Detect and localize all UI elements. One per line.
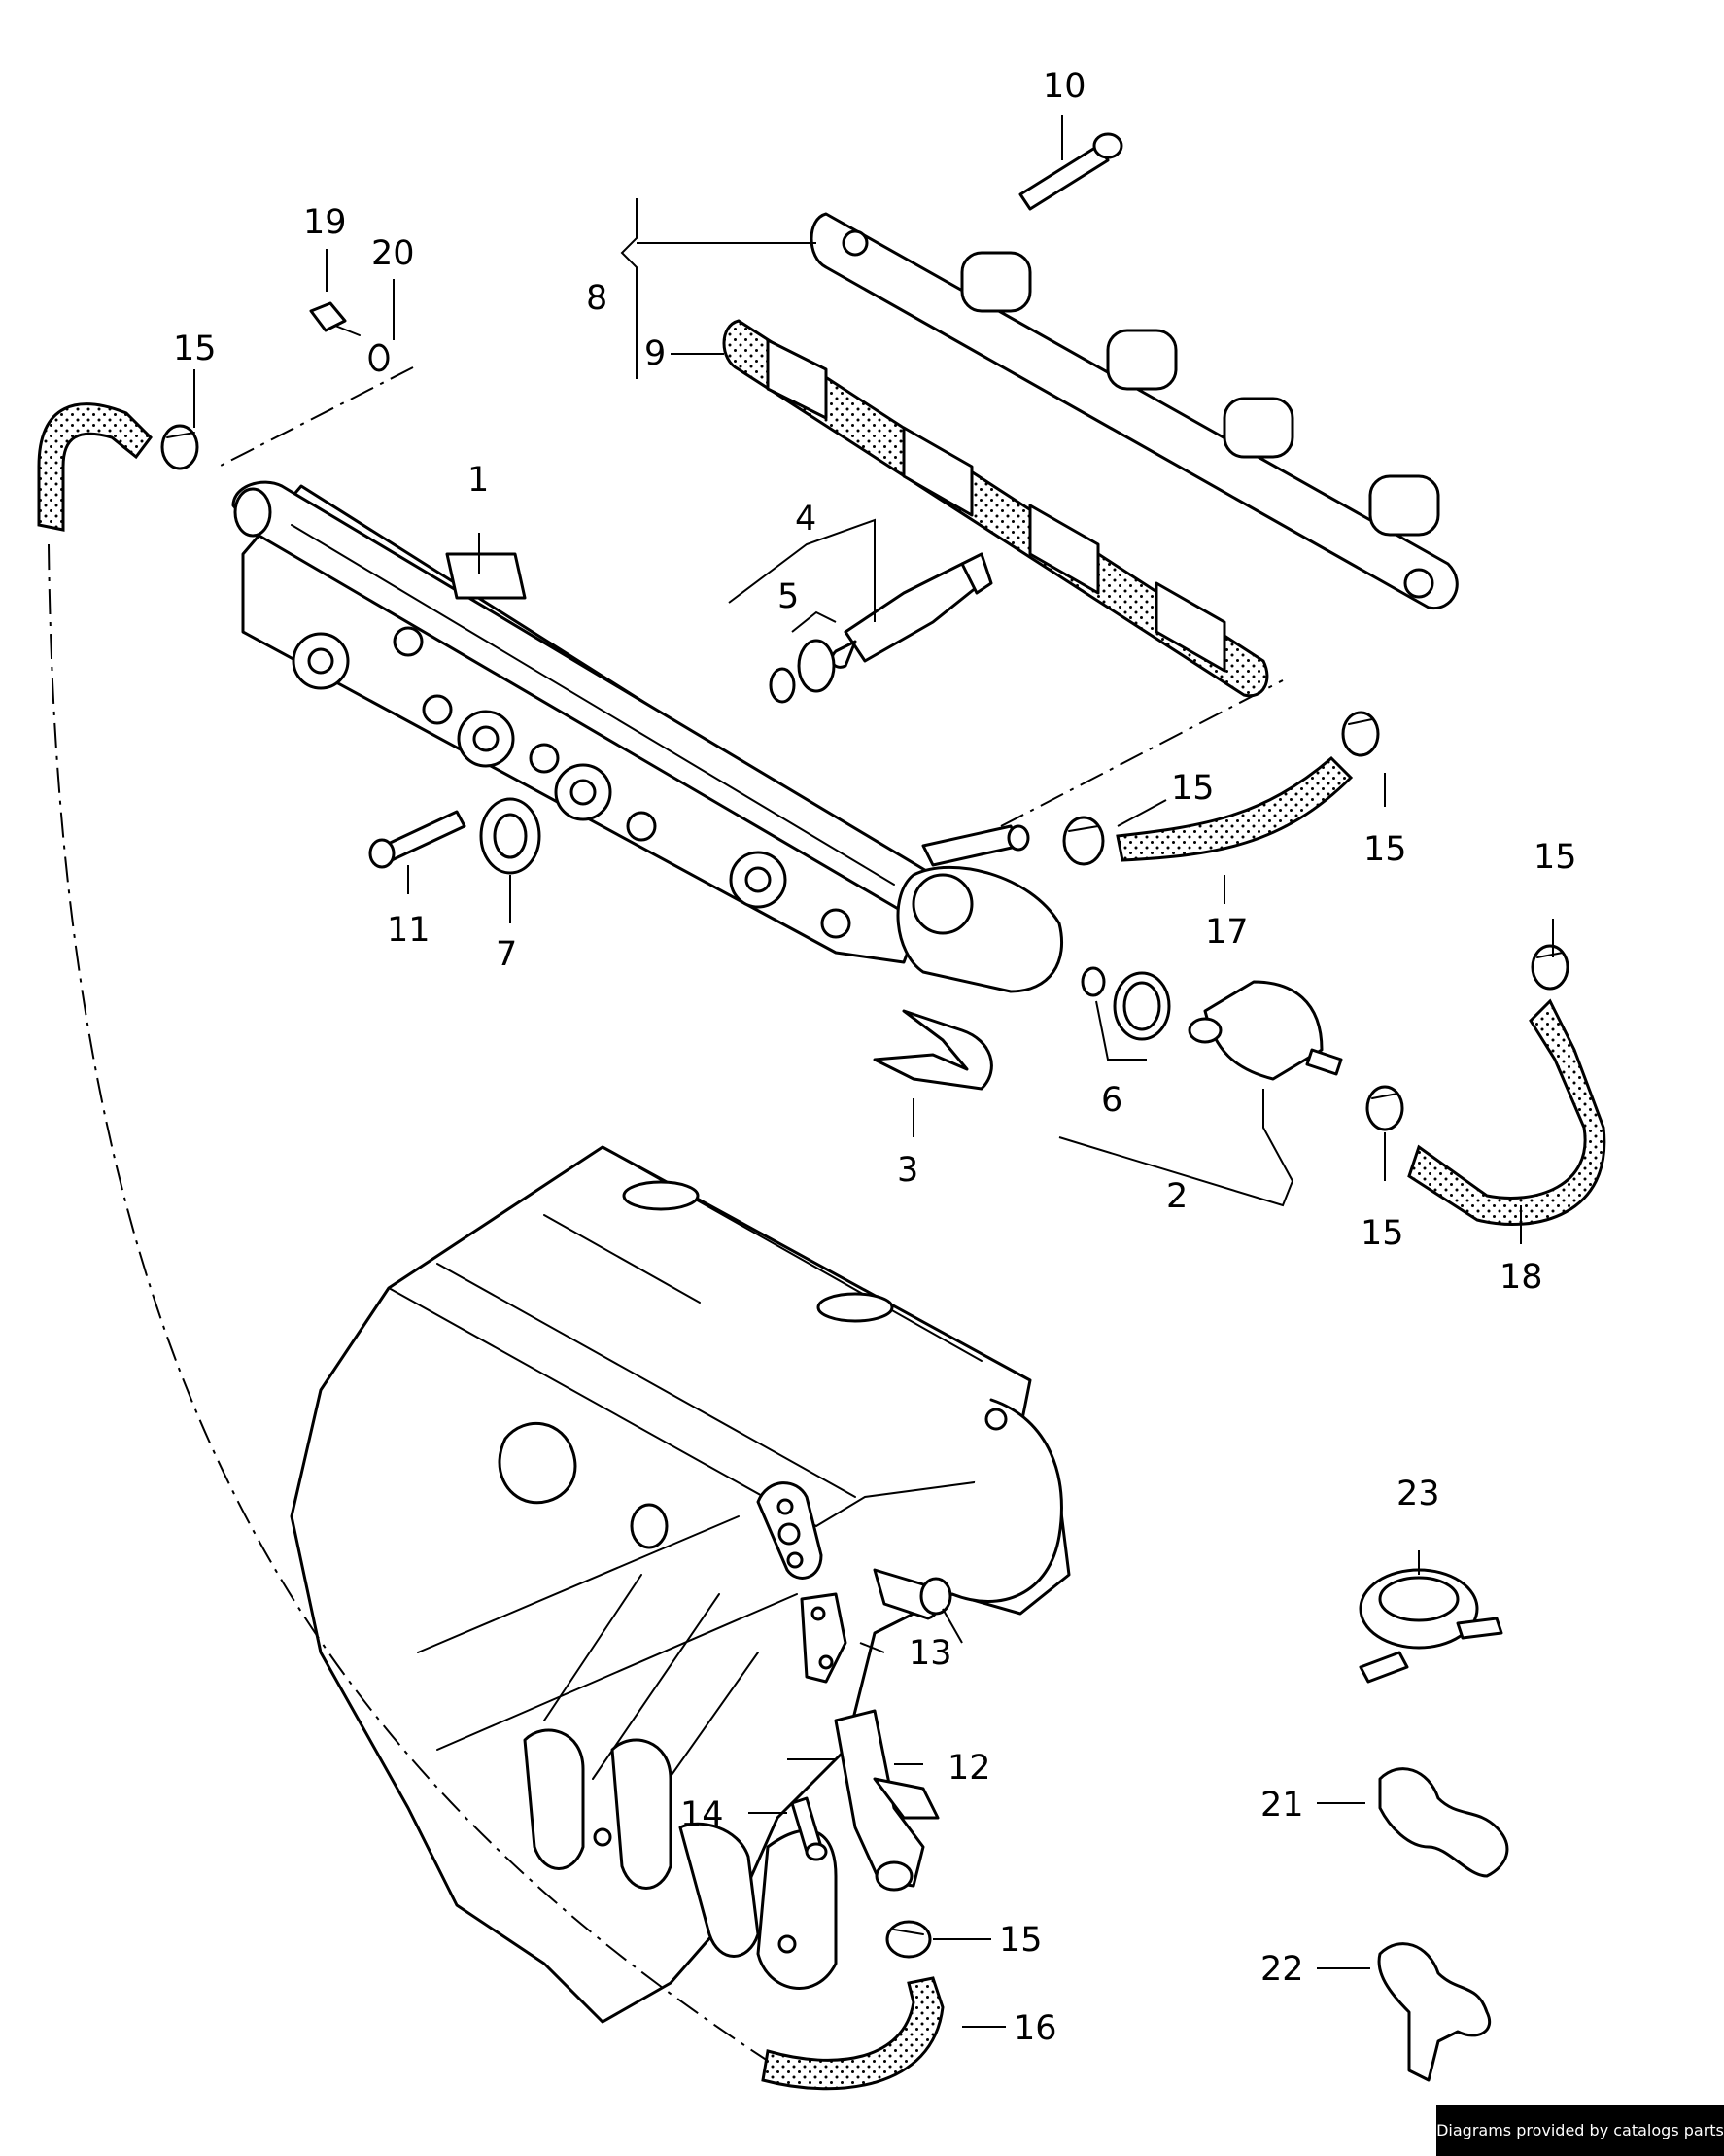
sensor-4 bbox=[830, 552, 993, 669]
intake-gasket bbox=[722, 319, 1269, 698]
damper-23 bbox=[1359, 1568, 1503, 1684]
idle-valve-12 bbox=[834, 1709, 940, 1892]
callout-15e: 15 bbox=[1361, 1214, 1404, 1253]
intake-manifold bbox=[290, 1145, 1071, 2024]
callout-4: 4 bbox=[795, 500, 816, 539]
callout-10: 10 bbox=[1043, 67, 1086, 106]
callout-14: 14 bbox=[680, 1795, 724, 1834]
hose-clamp-15b bbox=[1062, 816, 1105, 866]
pressure-regulator-2 bbox=[1188, 980, 1343, 1081]
o-rings-5 bbox=[769, 639, 836, 704]
callout-15b: 15 bbox=[1171, 769, 1215, 808]
clip-21 bbox=[1378, 1767, 1509, 1878]
washer-20 bbox=[368, 343, 390, 372]
bolt-14 bbox=[790, 1796, 828, 1861]
callout-15d: 15 bbox=[1534, 838, 1577, 877]
dash-washer-rail bbox=[218, 366, 414, 468]
callout-18: 18 bbox=[1500, 1258, 1543, 1297]
hose-clamp-15d bbox=[1531, 944, 1569, 991]
hose-clamp-15c bbox=[1341, 711, 1380, 757]
callout-11: 11 bbox=[387, 911, 431, 950]
hose-16 bbox=[761, 1976, 945, 2091]
callout-17: 17 bbox=[1205, 913, 1249, 952]
callout-13: 13 bbox=[909, 1634, 952, 1673]
callout-19: 19 bbox=[303, 203, 347, 242]
hose-clamp-15f bbox=[885, 1920, 932, 1959]
callout-8: 8 bbox=[586, 279, 607, 318]
callout-6: 6 bbox=[1101, 1081, 1122, 1120]
callout-3: 3 bbox=[897, 1151, 918, 1190]
hose-top-left bbox=[37, 402, 153, 532]
hose-18 bbox=[1407, 998, 1606, 1227]
seal-7 bbox=[479, 797, 541, 875]
clip-22 bbox=[1377, 1942, 1492, 2082]
callout-15c: 15 bbox=[1363, 830, 1407, 869]
dash-rail-gasket bbox=[1000, 679, 1284, 827]
hose-clamp-15e bbox=[1365, 1085, 1404, 1131]
callout-7: 7 bbox=[496, 935, 517, 974]
callout-12: 12 bbox=[948, 1749, 991, 1788]
bolt-10 bbox=[1018, 132, 1123, 211]
callout-15a: 15 bbox=[173, 330, 217, 368]
callout-5: 5 bbox=[777, 577, 799, 616]
fuel-rail-assembly bbox=[231, 480, 1064, 993]
bolt-19 bbox=[309, 301, 361, 336]
manifold-upper-flange bbox=[810, 212, 1459, 609]
attribution-footer: Diagrams provided by catalogs parts bbox=[1436, 2105, 1724, 2156]
gasket-13 bbox=[800, 1592, 847, 1684]
callout-20: 20 bbox=[371, 234, 415, 273]
callout-22: 22 bbox=[1260, 1950, 1304, 1989]
callout-23: 23 bbox=[1396, 1475, 1440, 1513]
hose-17 bbox=[1116, 755, 1354, 862]
o-rings-6 bbox=[1081, 966, 1171, 1041]
dash-left-return bbox=[48, 543, 769, 2062]
callout-9: 9 bbox=[644, 334, 666, 373]
bolt-11 bbox=[368, 810, 466, 869]
clip-3 bbox=[873, 1009, 993, 1091]
callout-1: 1 bbox=[467, 461, 489, 500]
callout-16: 16 bbox=[1014, 2009, 1057, 2048]
callout-21: 21 bbox=[1260, 1786, 1304, 1825]
hose-clamp-15a bbox=[160, 424, 199, 470]
callout-2: 2 bbox=[1166, 1177, 1188, 1216]
callout-15f: 15 bbox=[999, 1921, 1043, 1960]
